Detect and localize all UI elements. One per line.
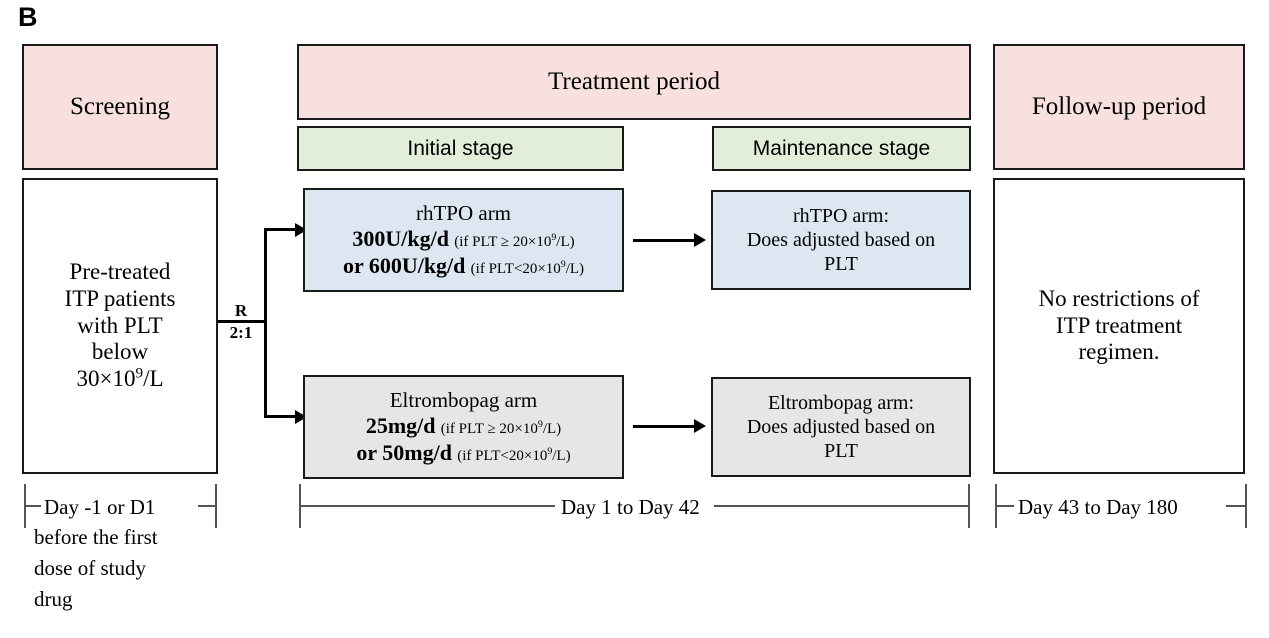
followup-line-3: regimen. xyxy=(1078,339,1160,365)
followup-line-1: No restrictions of xyxy=(1038,285,1200,311)
timeline-treatment-rule-left xyxy=(299,505,555,507)
population-line-1: Pre-treated xyxy=(69,259,171,285)
population-plt-value: 30×10 xyxy=(76,366,136,391)
eltrombopag-initial-dose-1: 25mg/d (if PLT ≥ 20×109/L) xyxy=(309,413,618,439)
timeline-screening-line-4: drug xyxy=(34,587,73,611)
population-line-4: below xyxy=(91,339,149,365)
timeline-screening-tick-right xyxy=(215,484,217,528)
randomization-branch-lower-line xyxy=(264,415,300,418)
maintenance-stage-label: Maintenance stage xyxy=(752,136,931,160)
randomization-ratio: 2:1 xyxy=(229,323,253,342)
eltrombopag-maintenance-line-3: PLT xyxy=(824,440,858,462)
randomization-stem-line xyxy=(218,320,267,323)
rhtpo-dose-2-value: or 600U/kg/d xyxy=(342,252,466,278)
screening-header-box: Screening xyxy=(22,44,218,170)
timeline-followup-label: Day 43 to Day 180 xyxy=(1018,495,1178,519)
followup-content-box: No restrictions of ITP treatment regimen… xyxy=(993,178,1245,474)
rhtpo-maintenance-box: rhTPO arm: Does adjusted based on PLT xyxy=(711,190,971,290)
rhtpo-maintenance-line-2: Does adjusted based on xyxy=(746,229,936,251)
timeline-screening-rule-right xyxy=(198,505,215,507)
rhtpo-dose-1-value: 300U/kg/d xyxy=(352,226,449,252)
timeline-screening-rule-left xyxy=(24,505,41,507)
randomization-branch-upper-line xyxy=(264,228,300,231)
timeline-screening-line-2: before the first xyxy=(34,525,158,549)
rhtpo-maintenance-line-3: PLT xyxy=(824,253,858,275)
eltrombopag-dose-1-value: 25mg/d xyxy=(365,413,436,439)
rhtpo-initial-dose-2: or 600U/kg/d (if PLT<20×109/L) xyxy=(309,253,618,279)
timeline-treatment-rule-right xyxy=(714,505,969,507)
rhtpo-initial-arm-title: rhTPO arm xyxy=(415,201,512,226)
timeline-treatment-label: Day 1 to Day 42 xyxy=(561,495,700,519)
rhtpo-initial-arm-box: rhTPO arm 300U/kg/d (if PLT ≥ 20×109/L) … xyxy=(303,188,624,292)
treatment-period-label: Treatment period xyxy=(548,68,720,95)
initial-stage-box: Initial stage xyxy=(297,126,624,171)
population-plt-unit: /L xyxy=(143,366,164,391)
screening-header-label: Screening xyxy=(70,93,170,120)
followup-text: No restrictions of ITP treatment regimen… xyxy=(995,286,1243,366)
panel-letter: B xyxy=(18,2,38,32)
eltrombopag-initial-arm-text: Eltrombopag arm 25mg/d (if PLT ≥ 20×109/… xyxy=(305,388,622,466)
eltrombopag-transition-arrow-head xyxy=(694,419,706,433)
eltrombopag-dose-2-condition: (if PLT<20×109/L) xyxy=(457,445,571,464)
timeline-screening-line-3: dose of study xyxy=(34,556,146,580)
eltrombopag-maintenance-line-1: Eltrombopag arm: xyxy=(767,392,915,414)
followup-period-label: Follow-up period xyxy=(1031,93,1207,120)
eltrombopag-initial-dose-2: or 50mg/d (if PLT<20×109/L) xyxy=(309,440,618,466)
rhtpo-dose-1-condition: (if PLT ≥ 20×109/L) xyxy=(454,232,575,251)
treatment-period-header-box: Treatment period xyxy=(297,44,971,120)
eltrombopag-dose-2-value: or 50mg/d xyxy=(356,439,452,465)
rhtpo-maintenance-line-1: rhTPO arm: xyxy=(792,205,890,227)
rhtpo-dose-2-condition: (if PLT<20×109/L) xyxy=(470,258,585,277)
eltrombopag-maintenance-box: Eltrombopag arm: Does adjusted based on … xyxy=(711,377,971,477)
eltrombopag-maintenance-text: Eltrombopag arm: Does adjusted based on … xyxy=(713,391,969,463)
population-line-3: with PLT xyxy=(77,312,163,338)
followup-line-2: ITP treatment xyxy=(1055,312,1183,338)
timeline-followup-rule-left xyxy=(995,505,1014,507)
rhtpo-transition-arrow-head xyxy=(694,233,706,247)
population-line-5: 30×109/L xyxy=(28,364,212,393)
rhtpo-initial-arm-text: rhTPO arm 300U/kg/d (if PLT ≥ 20×109/L) … xyxy=(305,201,622,279)
population-box: Pre-treated ITP patients with PLT below … xyxy=(22,178,218,474)
rhtpo-initial-dose-1: 300U/kg/d (if PLT ≥ 20×109/L) xyxy=(309,226,618,252)
randomization-split-line xyxy=(264,228,267,418)
timeline-followup-tick-right xyxy=(1245,484,1247,528)
eltrombopag-dose-1-condition: (if PLT ≥ 20×109/L) xyxy=(440,419,562,438)
eltrombopag-initial-arm-title: Eltrombopag arm xyxy=(389,388,538,413)
timeline-screening-line-1: Day -1 or D1 xyxy=(44,495,156,519)
followup-period-header-box: Follow-up period xyxy=(993,44,1245,170)
timeline-followup-rule-right xyxy=(1226,505,1245,507)
rhtpo-transition-arrow-line xyxy=(633,238,697,242)
population-line-2: ITP patients xyxy=(64,285,176,311)
randomization-label: R xyxy=(234,301,248,320)
eltrombopag-transition-arrow-line xyxy=(633,424,697,428)
eltrombopag-maintenance-line-2: Does adjusted based on xyxy=(746,416,936,438)
population-plt-exponent: 9 xyxy=(135,364,144,382)
initial-stage-label: Initial stage xyxy=(407,136,514,160)
rhtpo-maintenance-text: rhTPO arm: Does adjusted based on PLT xyxy=(713,204,969,276)
population-text: Pre-treated ITP patients with PLT below … xyxy=(24,259,216,392)
maintenance-stage-box: Maintenance stage xyxy=(712,126,971,171)
eltrombopag-initial-arm-box: Eltrombopag arm 25mg/d (if PLT ≥ 20×109/… xyxy=(303,375,624,479)
